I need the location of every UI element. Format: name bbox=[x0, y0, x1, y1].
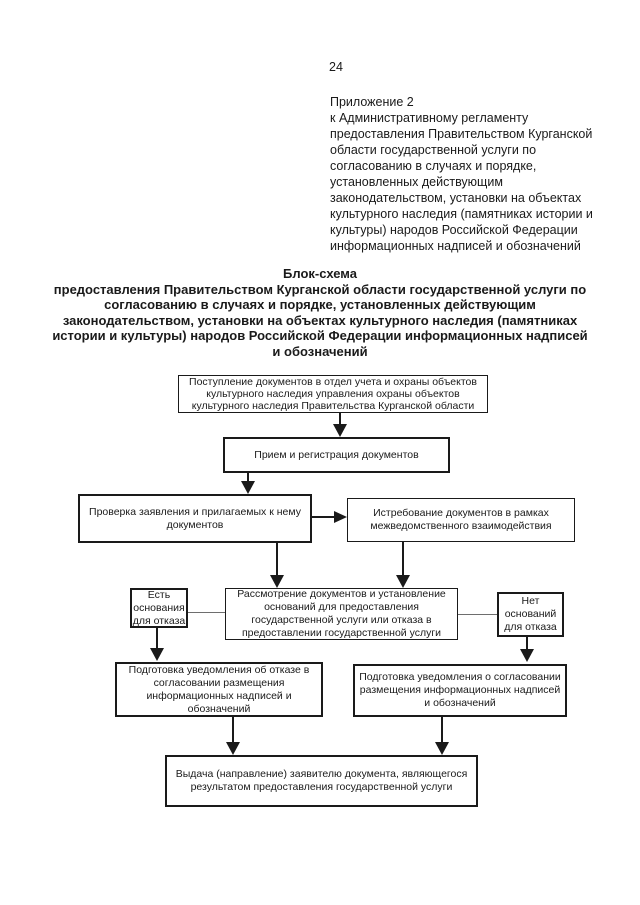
page-title: Блок-схема предоставления Правительством… bbox=[0, 266, 640, 359]
text-line: оснований bbox=[504, 608, 557, 620]
text-line: к Административному регламенту bbox=[330, 111, 529, 125]
node-result-issue: Выдача (направление) заявителю документа… bbox=[165, 755, 478, 807]
arrow-grounds-no-to-approval-notice-line bbox=[526, 637, 528, 650]
arrow-refusal-notice-to-result-head bbox=[226, 742, 240, 755]
text-line: истории и культуры) народов Российской Ф… bbox=[52, 328, 588, 343]
text-line: Рассмотрение документов и установление bbox=[237, 588, 446, 600]
text-line: Прием и регистрация документов bbox=[254, 448, 419, 461]
text-line: культурного наследия (памятниках истории… bbox=[330, 207, 593, 221]
text-line: информационных надписей и bbox=[146, 689, 292, 702]
text-line: законодательством, установки на объектах bbox=[330, 191, 582, 205]
text-line: области государственной услуги по bbox=[330, 143, 537, 157]
connector-review-grounds-yes bbox=[188, 612, 225, 613]
node-documents-intake: Поступление документов в отдел учета и о… bbox=[178, 375, 488, 413]
text-line: Поступление документов в отдел учета и о… bbox=[189, 375, 477, 388]
arrow-interagency-to-review-head bbox=[396, 575, 410, 588]
text-line: культуры) народов Российской Федерации bbox=[330, 223, 578, 237]
text-line: Есть bbox=[147, 588, 171, 601]
node-reception-registration: Прием и регистрация документов bbox=[223, 437, 450, 473]
text-line: для отказа bbox=[504, 621, 557, 633]
arrow-interagency-to-review-line bbox=[402, 542, 404, 575]
text-line: культурного наследия управления охраны о… bbox=[206, 387, 460, 400]
text-line: обозначений bbox=[187, 702, 251, 715]
arrow-check-to-interagency-head bbox=[334, 511, 347, 523]
arrow-registration-to-check-line bbox=[247, 473, 249, 482]
node-application-check: Проверка заявления и прилагаемых к нему … bbox=[78, 494, 312, 543]
arrow-registration-to-check-head bbox=[241, 481, 255, 494]
text-line: Нет bbox=[521, 595, 540, 607]
arrow-approval-notice-to-result-line bbox=[441, 717, 443, 743]
text-line: Подготовка уведомления об отказе в bbox=[128, 663, 310, 676]
arrow-check-to-review-head bbox=[270, 575, 284, 588]
text-line: предоставления Правительством Курганской… bbox=[53, 281, 587, 297]
text-line: согласованию в случаях и порядке, устано… bbox=[104, 297, 536, 312]
node-documents-review: Рассмотрение документов и установление о… bbox=[225, 588, 458, 640]
text-line: согласованию в случаях и порядке, bbox=[330, 159, 537, 173]
text-line: предоставлении государственной услуги bbox=[241, 627, 442, 639]
arrow-check-to-review-line bbox=[276, 543, 278, 575]
text-line: Выдача (направление) заявителю документа… bbox=[175, 768, 468, 780]
connector-review-grounds-no bbox=[458, 614, 497, 615]
appendix-header: Приложение 2 к Административному регламе… bbox=[330, 94, 593, 254]
text-line: Проверка заявления и прилагаемых к нему bbox=[89, 505, 301, 518]
text-line: Истребование документов в рамках bbox=[373, 507, 549, 519]
arrow-grounds-no-to-approval-notice-head bbox=[520, 649, 534, 662]
text-line: межведомственного взаимодействия bbox=[370, 520, 552, 532]
text-line: Приложение 2 bbox=[330, 95, 414, 109]
text-line: оснований для предоставления bbox=[264, 601, 419, 613]
text-line: и обозначений bbox=[272, 343, 368, 359]
text-line: предоставления Правительством Курганской bbox=[330, 127, 593, 141]
text-line: результатом предоставления государственн… bbox=[190, 781, 453, 793]
arrow-check-to-interagency-line bbox=[312, 516, 334, 518]
arrow-grounds-yes-to-refusal-notice-head bbox=[150, 648, 164, 661]
text-line: основания bbox=[133, 601, 185, 614]
text-line: законодательством, установки на объектах… bbox=[62, 312, 578, 328]
text-line: Подготовка уведомления о согласовании bbox=[359, 671, 561, 683]
arrow-intake-to-registration-head bbox=[333, 424, 347, 437]
text-line: информационных надписей и обозначений bbox=[330, 239, 581, 253]
text-line: размещения информационных надписей bbox=[359, 684, 561, 696]
text-line: государственной услуги или отказа в bbox=[251, 614, 432, 626]
node-grounds-for-refusal-yes: Есть основания для отказа bbox=[130, 588, 188, 628]
arrow-intake-to-registration-line bbox=[339, 413, 341, 425]
text-line: документов bbox=[166, 518, 224, 531]
text-line: и обозначений bbox=[424, 697, 496, 709]
arrow-approval-notice-to-result-head bbox=[435, 742, 449, 755]
arrow-refusal-notice-to-result-line bbox=[232, 717, 234, 743]
text-line: культурного наследия Правительства Курга… bbox=[191, 400, 475, 413]
node-approval-notice: Подготовка уведомления о согласовании ра… bbox=[353, 664, 567, 717]
node-grounds-for-refusal-no: Нет оснований для отказа bbox=[497, 592, 564, 637]
node-interagency-request: Истребование документов в рамках межведо… bbox=[347, 498, 575, 542]
text-line: для отказа bbox=[132, 614, 186, 627]
text-line: Блок-схема bbox=[283, 266, 357, 281]
text-line: установленных действующим bbox=[330, 175, 503, 189]
text-line: согласовании размещения bbox=[153, 676, 285, 689]
node-refusal-notice: Подготовка уведомления об отказе в согла… bbox=[115, 662, 323, 717]
page-number: 24 bbox=[329, 60, 343, 74]
arrow-grounds-yes-to-refusal-notice-line bbox=[156, 628, 158, 648]
